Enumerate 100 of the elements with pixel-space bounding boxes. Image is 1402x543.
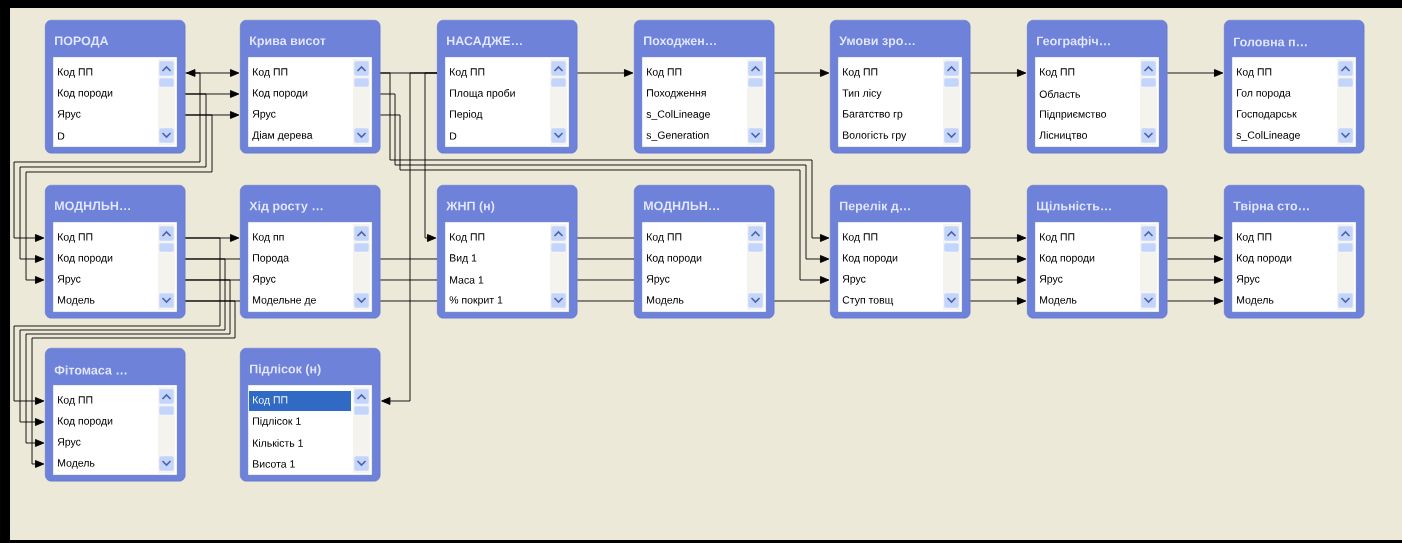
relationship-line — [1166, 276, 1224, 284]
field-name: Підприємство — [1040, 110, 1107, 120]
relationship-line — [379, 72, 830, 242]
field-name: s_Generation — [646, 131, 709, 141]
relationship-line — [381, 72, 438, 405]
relationship-line — [25, 114, 213, 284]
field-name: Код ПП — [450, 68, 485, 78]
field-name: Багатство гр — [843, 110, 903, 120]
table-title: Твірна сто… — [1233, 201, 1309, 213]
relationship-line — [1166, 255, 1224, 263]
field-name: Код ПП — [58, 233, 93, 243]
field-name: Модель — [58, 296, 95, 306]
table-title: Крива висот — [250, 36, 326, 48]
relationship-line — [1166, 297, 1224, 305]
field-name: D — [450, 132, 457, 140]
relationship-line — [19, 93, 207, 263]
relationship-line — [1166, 69, 1224, 77]
field-name: Ярус — [842, 275, 866, 285]
relationship-line — [31, 300, 236, 468]
field-name: Ярус — [252, 110, 276, 120]
field-name: Господарськ — [1237, 110, 1297, 120]
table-title: ПОРОДА — [55, 36, 109, 48]
relationship-line — [379, 114, 830, 284]
table-title: Фітомаса … — [54, 365, 127, 375]
field-name: Підлісок 1 — [253, 417, 301, 427]
field-name: Код породи — [843, 254, 898, 264]
table-title: НАСАДЖЕ… — [447, 36, 522, 48]
relationship-line — [1166, 234, 1224, 242]
field-name: Тип лісу — [842, 89, 882, 99]
relationship-line — [969, 69, 1027, 77]
relationship-line — [379, 258, 438, 260]
field-name: Ступ товщ — [842, 296, 894, 306]
field-name: Код ПП — [647, 233, 682, 243]
field-name: Код ПП — [58, 396, 93, 406]
field-name: % покрит 1 — [449, 296, 503, 306]
field-name: Код породи — [58, 417, 113, 427]
field-name: Код породи — [58, 254, 113, 264]
relationship-line — [969, 234, 1027, 242]
relationship-line — [379, 300, 438, 302]
relationship-line — [576, 69, 634, 77]
relationship-line — [25, 279, 231, 447]
table-box — [1224, 20, 1365, 154]
field-name: Код породи — [647, 254, 702, 264]
field-name: Код пп — [253, 233, 284, 243]
table-title: Походжен… — [644, 36, 716, 48]
table-title: МОДНЛЬН… — [644, 201, 719, 213]
field-name: Код породи — [1237, 254, 1292, 264]
relationship-line — [576, 237, 635, 239]
table-box — [1027, 185, 1168, 319]
field-name: Код ПП — [843, 68, 878, 78]
field-name: Ярус — [57, 110, 81, 120]
relationship-line — [969, 276, 1027, 284]
table-box — [437, 20, 578, 154]
table-box — [830, 20, 971, 154]
field-name: Код ПП — [450, 233, 485, 243]
field-name: Лісництво — [1039, 131, 1087, 141]
field-name: Вологість гру — [843, 131, 907, 141]
field-name: Код ПП — [253, 68, 288, 78]
relationship-line — [969, 255, 1027, 263]
field-name: Гол порода — [1237, 89, 1291, 99]
field-name: Код ПП — [1237, 233, 1272, 243]
field-name: Діам дерева — [252, 131, 313, 141]
table-box — [437, 185, 578, 319]
field-name: Код породи — [253, 89, 308, 99]
relationship-line — [13, 237, 221, 405]
relationship-line — [186, 69, 240, 77]
relationship-line — [379, 93, 830, 263]
relationship-line — [576, 279, 635, 281]
table-title: ЖНП (н) — [446, 201, 495, 213]
field-name: Код ПП — [1040, 68, 1075, 78]
field-name: Модель — [58, 459, 95, 469]
field-name: Період — [450, 110, 483, 120]
table-box — [45, 20, 186, 154]
field-name: Код породи — [58, 89, 113, 99]
relationship-line — [576, 258, 635, 260]
table-box — [240, 185, 381, 319]
field-name: s_ColLineage — [1236, 131, 1300, 141]
field-name: Ярус — [1236, 275, 1260, 285]
field-name: Походження — [647, 89, 706, 99]
table-box — [634, 185, 775, 319]
table-title: Хід росту … — [249, 201, 323, 213]
field-name: s_ColLineage — [646, 110, 710, 120]
field-name: Код ПП — [58, 68, 93, 78]
relationship-line — [773, 300, 831, 302]
table-title: Щільність… — [1037, 201, 1111, 213]
field-name: Кількість 1 — [253, 439, 303, 447]
field-name: Порода — [253, 254, 289, 264]
relationship-line — [424, 72, 438, 242]
relationship-line — [19, 258, 226, 426]
relationship-line — [379, 279, 438, 281]
table-box — [240, 348, 381, 482]
field-name: Код ПП — [253, 396, 288, 406]
relationship-line — [969, 297, 1027, 305]
field-name: Площа проби — [450, 89, 515, 99]
field-name: Код породи — [1040, 254, 1095, 264]
relationship-line — [13, 72, 201, 242]
relationship-line — [773, 69, 830, 77]
field-name: Ярус — [646, 275, 670, 285]
table-box — [240, 20, 381, 154]
table-box — [45, 348, 186, 482]
